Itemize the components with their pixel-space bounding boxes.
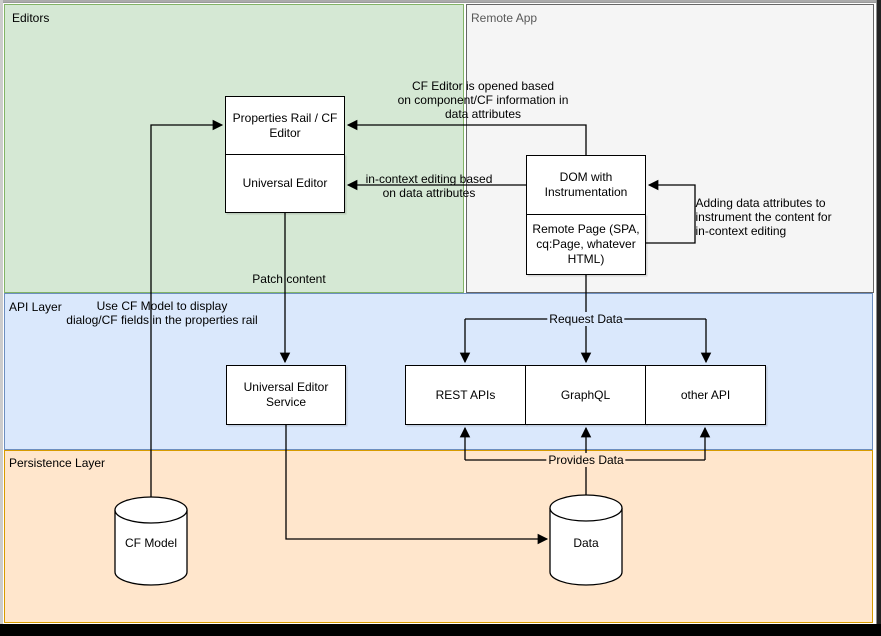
node-universal-editor-service[interactable]: Universal Editor Service <box>226 365 346 425</box>
edge-label-request-data: Request Data <box>547 312 625 326</box>
cylinder-label-data: Data <box>573 536 599 550</box>
edge-label-adding-data-attributes: Adding data attributes to instrument the… <box>695 196 832 238</box>
edge-label-use-cf-model: Use CF Model to display dialog/CF fields… <box>66 299 258 327</box>
window-bottom-edge <box>0 624 881 636</box>
node-remote-page[interactable]: Remote Page (SPA, cq:Page, whatever HTML… <box>526 214 646 275</box>
region-label-persistence-layer: Persistence Layer <box>9 456 106 470</box>
window-left-edge <box>0 0 3 624</box>
edge-label-patch-content: Patch content <box>252 272 326 286</box>
edge-label-cf-editor-opened: CF Editor is opened based on component/C… <box>397 79 569 121</box>
cylinder-label-cf-model: CF Model <box>124 536 177 550</box>
edge-label-request-data-text: Request Data <box>547 312 625 326</box>
node-dom-with-instrumentation[interactable]: DOM with Instrumentation <box>526 155 646 215</box>
node-properties-rail-cf-editor[interactable]: Properties Rail / CF Editor <box>225 96 345 155</box>
window-right-edge <box>876 0 881 636</box>
region-label-editors: Editors <box>12 11 50 25</box>
window-top-edge <box>0 0 881 3</box>
node-other-api[interactable]: other API <box>645 365 766 425</box>
edge-label-provides-data-text: Provides Data <box>546 453 626 467</box>
node-universal-editor[interactable]: Universal Editor <box>225 154 345 213</box>
edge-label-provides-data: Provides Data <box>546 453 626 467</box>
node-rest-apis[interactable]: REST APIs <box>405 365 526 425</box>
node-graphql[interactable]: GraphQL <box>525 365 646 425</box>
edge-label-in-context-editing: in-context editing based on data attribu… <box>365 172 493 200</box>
region-label-remote-app: Remote App <box>471 11 538 25</box>
region-label-api-layer: API Layer <box>9 300 62 314</box>
